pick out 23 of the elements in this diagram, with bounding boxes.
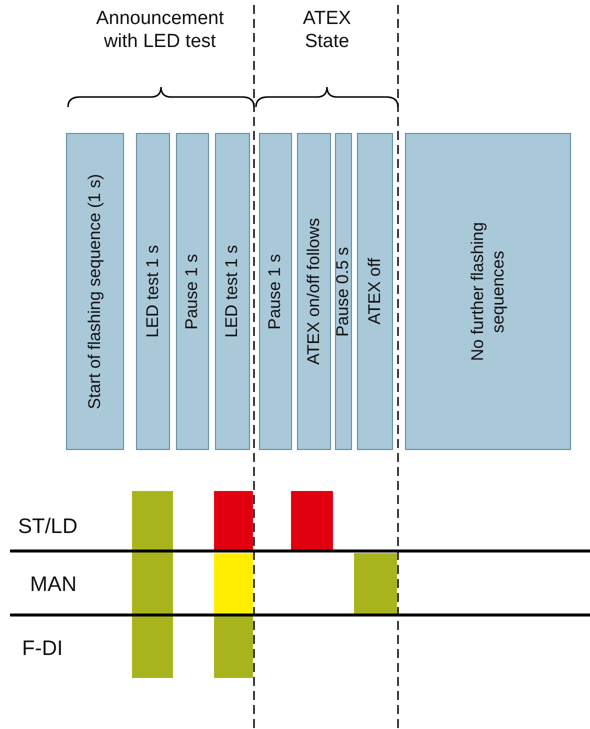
- phase-label: Pause 0.5 s: [333, 246, 354, 336]
- phase-label: ATEX off: [364, 258, 385, 325]
- timeline-box: [335, 133, 352, 450]
- timeline-box: [66, 133, 124, 450]
- phase-label: No further flashing sequences: [468, 221, 508, 363]
- timeline-box: [176, 133, 209, 450]
- section-heading: ATEX State: [302, 8, 352, 54]
- row-label: ST/LD: [18, 514, 78, 540]
- timeline-box: [297, 133, 331, 450]
- phase-label: Pause 1 s: [182, 254, 202, 330]
- section-heading: Announcement with LED test: [95, 8, 225, 54]
- row-label: MAN: [30, 572, 77, 598]
- timeline-box: [136, 133, 170, 450]
- timeline-box: [259, 133, 292, 450]
- timeline-box: [405, 133, 571, 450]
- timeline-box: [357, 133, 393, 450]
- phase-label: Pause 1 s: [265, 254, 286, 330]
- timeline-box: [215, 133, 250, 450]
- phase-label: ATEX on/off follows: [304, 218, 324, 365]
- phase-label: LED test 1 s: [142, 245, 163, 338]
- row-label: F-DI: [22, 636, 63, 662]
- phase-label: Start of flashing sequence (1 s): [84, 174, 105, 410]
- phase-label: LED test 1 s: [222, 245, 242, 338]
